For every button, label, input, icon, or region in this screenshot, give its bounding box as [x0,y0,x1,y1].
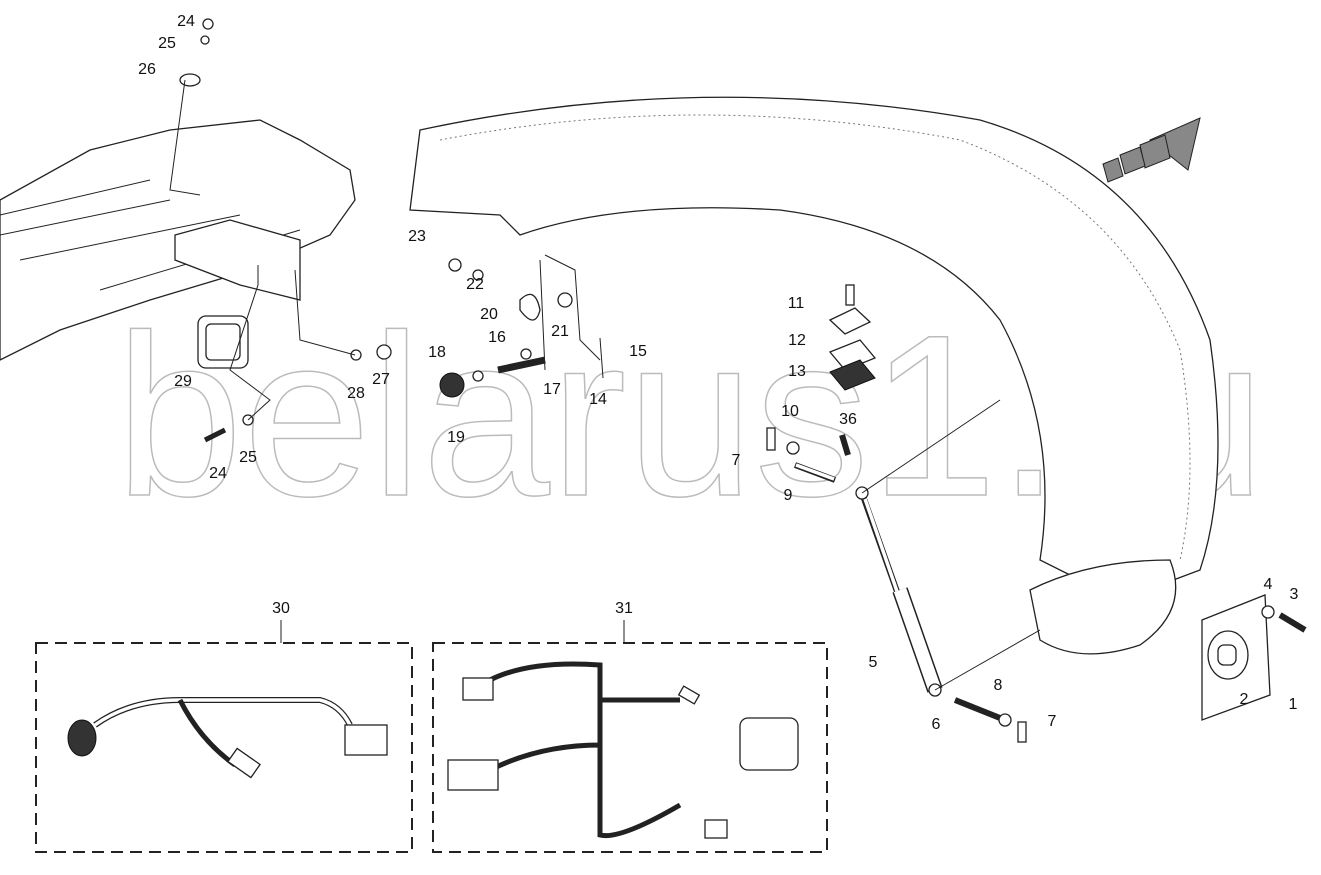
callout-5: 5 [869,654,878,671]
kit-30-box [35,642,413,853]
tractor-frame [0,119,356,361]
callout-19: 19 [447,429,465,446]
direction-arrow-icon [1102,117,1201,183]
callout-7: 7 [1048,713,1057,730]
callout-2: 2 [1240,691,1249,708]
gas-strut [855,399,1041,697]
callout-28: 28 [347,385,365,402]
mounting-bracket [1201,594,1271,721]
callout-21: 21 [551,323,569,340]
callout-24: 24 [177,13,195,30]
callout-8: 8 [994,677,1003,694]
callout-26: 26 [138,61,156,78]
callout-25: 25 [158,35,176,52]
callout-11: 11 [788,295,805,312]
callout-12: 12 [788,332,806,349]
callout-14: 14 [589,391,607,408]
small-parts [179,18,1307,743]
callout-29: 29 [174,373,192,390]
callout-27: 27 [372,371,390,388]
plug-cap [439,372,465,398]
callout-22: 22 [466,276,484,293]
callout-31: 31 [615,600,633,617]
callout-10: 10 [781,403,799,420]
callout-6: 6 [932,716,941,733]
callout-1: 1 [1289,696,1298,713]
harness-30 [67,697,388,779]
kit-31-box [432,642,828,853]
callout-17: 17 [543,381,561,398]
callout-4: 4 [1264,576,1273,593]
clamp [828,284,877,391]
callout-labels: 2425262924252827232220211615181714191112… [138,13,1298,733]
callout-20: 20 [480,306,498,323]
callout-24: 24 [209,465,227,482]
callout-16: 16 [488,329,506,346]
callout-15: 15 [629,343,647,360]
harness-31 [447,661,799,839]
leader-lines [169,79,601,421]
callout-7: 7 [732,452,741,469]
fender [409,96,1219,655]
callout-9: 9 [784,487,793,504]
callout-13: 13 [788,363,806,380]
callout-23: 23 [408,228,426,245]
callout-18: 18 [428,344,446,361]
callout-36: 36 [839,411,857,428]
callout-25: 25 [239,449,257,466]
callout-30: 30 [272,600,290,617]
callout-3: 3 [1290,586,1299,603]
